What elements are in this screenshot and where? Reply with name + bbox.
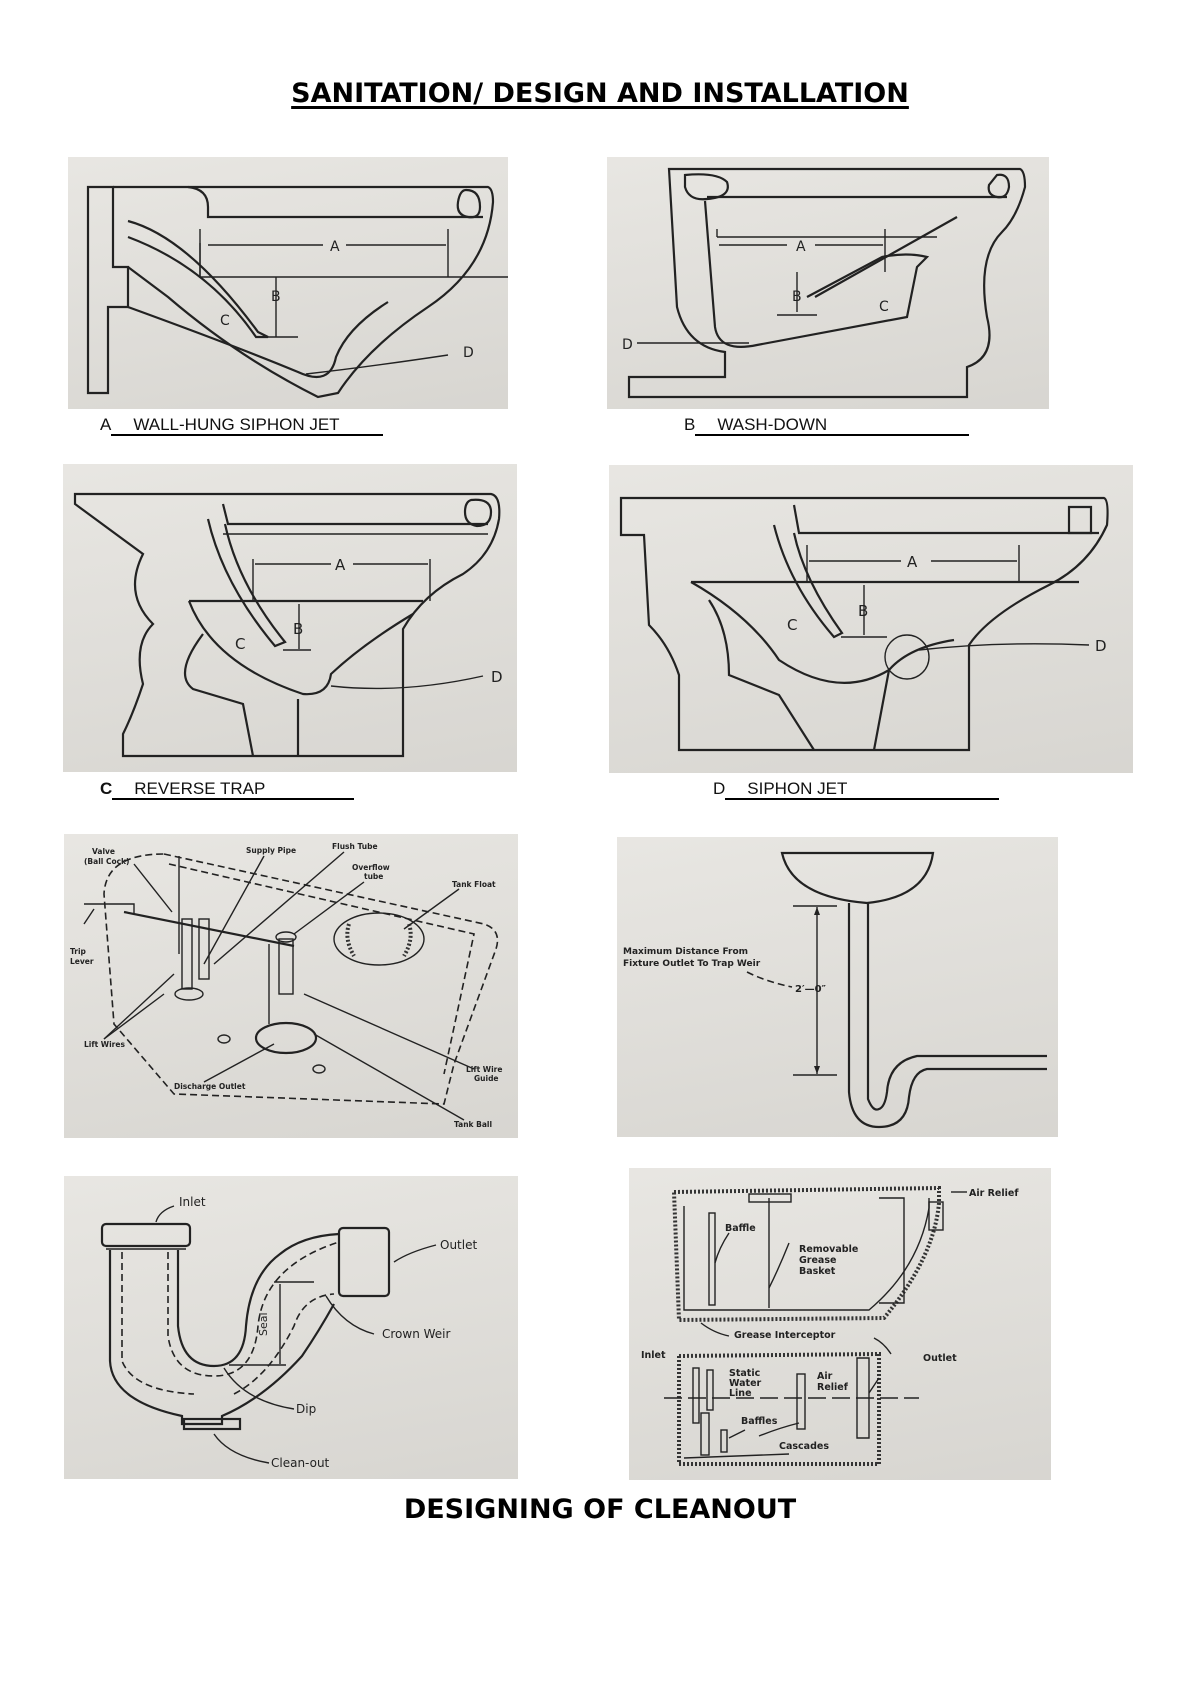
svg-text:Dip: Dip <box>296 1402 316 1416</box>
svg-text:tube: tube <box>364 872 383 881</box>
svg-text:Cascades: Cascades <box>779 1441 829 1452</box>
fixture-trap-diagram: Maximum Distance From Fixture Outlet To … <box>623 851 1047 1129</box>
svg-text:B: B <box>293 620 303 638</box>
svg-text:Lever: Lever <box>70 957 94 966</box>
svg-text:Valve: Valve <box>92 847 115 856</box>
svg-text:Seal: Seal <box>257 1312 270 1336</box>
flush-tank-diagram: Valve (Ball Cock) Supply Pipe Flush Tube… <box>70 842 502 1129</box>
figure-fixture-trap-distance: Maximum Distance From Fixture Outlet To … <box>617 837 1058 1137</box>
svg-text:Grease Interceptor: Grease Interceptor <box>734 1330 836 1341</box>
figure-wall-hung-siphon-jet: A B C D <box>68 157 508 409</box>
svg-text:Lift Wires: Lift Wires <box>84 1040 125 1049</box>
svg-text:A: A <box>335 556 346 574</box>
svg-text:Clean-out: Clean-out <box>271 1456 330 1470</box>
svg-text:D: D <box>491 668 503 686</box>
svg-text:(Ball Cock): (Ball Cock) <box>84 857 129 866</box>
svg-text:Baffles: Baffles <box>741 1416 778 1427</box>
svg-text:B: B <box>858 602 868 620</box>
svg-text:A: A <box>330 239 340 255</box>
svg-text:D: D <box>1095 637 1107 655</box>
svg-text:Air: Air <box>817 1371 833 1382</box>
svg-text:Air Relief: Air Relief <box>969 1188 1019 1199</box>
answer-b: WASH-DOWN <box>695 415 970 436</box>
figure-grease-interceptor: Air Relief Baffle Removable Grease Baske… <box>629 1168 1051 1480</box>
svg-text:2′—0″: 2′—0″ <box>795 984 827 995</box>
svg-text:Static: Static <box>729 1368 760 1379</box>
svg-text:D: D <box>622 337 633 353</box>
svg-text:Supply Pipe: Supply Pipe <box>246 846 296 855</box>
svg-text:Crown Weir: Crown Weir <box>382 1327 451 1341</box>
svg-text:Tank Ball: Tank Ball <box>454 1120 492 1129</box>
svg-text:Line: Line <box>729 1388 752 1399</box>
svg-text:C: C <box>235 635 245 653</box>
svg-text:Water: Water <box>729 1378 762 1389</box>
svg-text:C: C <box>879 299 889 315</box>
svg-text:Inlet: Inlet <box>179 1195 206 1209</box>
svg-text:Relief: Relief <box>817 1382 849 1393</box>
section-title-cleanout: DESIGNING OF CLEANOUT <box>403 1494 797 1525</box>
svg-text:A: A <box>796 239 806 255</box>
svg-text:Overflow: Overflow <box>352 863 390 872</box>
svg-text:Trip: Trip <box>70 947 87 956</box>
figure-reverse-trap: A B C D <box>63 464 517 772</box>
svg-text:Guide: Guide <box>474 1074 499 1083</box>
answer-a: WALL-HUNG SIPHON JET <box>111 415 384 436</box>
svg-text:Maximum Distance From: Maximum Distance From <box>623 947 748 957</box>
figure-p-trap: Seal Inlet Outlet Crown Weir Dip Clean-o… <box>64 1176 518 1479</box>
svg-text:Baffle: Baffle <box>725 1223 756 1234</box>
answer-d: SIPHON JET <box>725 779 1000 800</box>
svg-text:Basket: Basket <box>799 1266 836 1277</box>
svg-text:C: C <box>220 313 230 329</box>
svg-text:Outlet: Outlet <box>440 1238 477 1252</box>
svg-text:Discharge Outlet: Discharge Outlet <box>174 1082 246 1091</box>
answer-c: REVERSE TRAP <box>112 779 355 800</box>
svg-text:D: D <box>463 345 474 361</box>
p-trap-diagram: Seal Inlet Outlet Crown Weir Dip Clean-o… <box>100 1195 477 1470</box>
figure-siphon-jet: A B C D <box>609 465 1133 773</box>
figure-flush-tank: Valve (Ball Cock) Supply Pipe Flush Tube… <box>64 834 518 1138</box>
svg-text:Tank Float: Tank Float <box>452 880 496 889</box>
grease-interceptor-diagram: Air Relief Baffle Removable Grease Baske… <box>641 1185 1019 1466</box>
figure-wash-down: A B C D <box>607 157 1049 409</box>
svg-text:C: C <box>787 616 797 634</box>
svg-text:A: A <box>907 553 918 571</box>
svg-text:Lift Wire: Lift Wire <box>466 1065 502 1074</box>
svg-text:Removable: Removable <box>799 1244 858 1255</box>
reverse-trap-toilet-diagram: A B C D <box>73 492 503 758</box>
siphon-jet-toilet-diagram: A B C D <box>619 496 1109 752</box>
svg-text:Fixture Outlet To Trap Weir: Fixture Outlet To Trap Weir <box>623 959 761 969</box>
page-title: SANITATION/ DESIGN AND INSTALLATION <box>291 78 909 109</box>
svg-text:B: B <box>271 289 281 305</box>
wall-hung-toilet-diagram: A B C D <box>86 185 508 399</box>
svg-text:B: B <box>792 289 802 305</box>
svg-text:Outlet: Outlet <box>923 1353 957 1364</box>
svg-text:Inlet: Inlet <box>641 1350 666 1361</box>
svg-text:Grease: Grease <box>799 1255 836 1266</box>
svg-text:Flush Tube: Flush Tube <box>332 842 378 851</box>
wash-down-toilet-diagram: A B C D <box>622 167 1027 399</box>
